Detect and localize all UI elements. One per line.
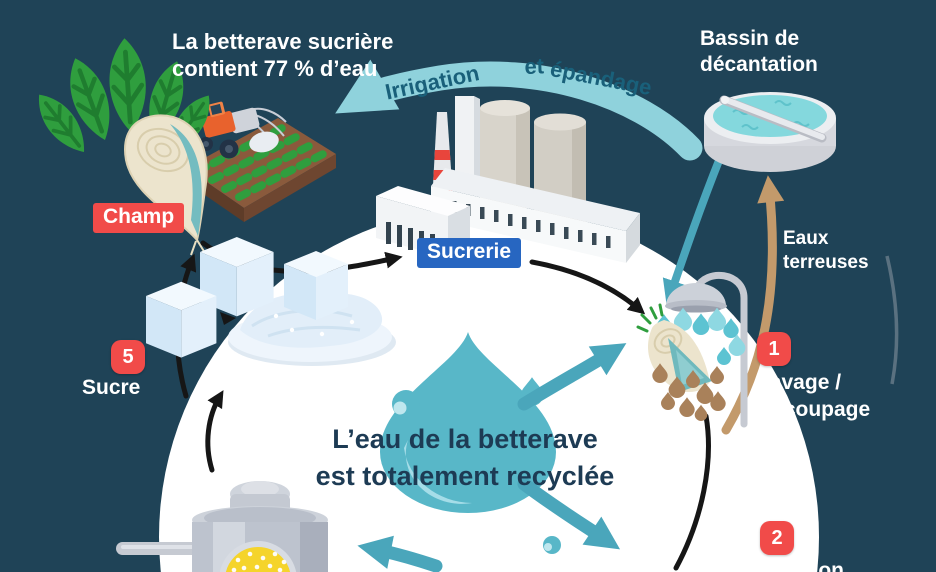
champ-badge: Champ — [93, 203, 185, 233]
arrow-pan-to-sucre — [205, 390, 224, 473]
beet-icon — [26, 37, 221, 256]
arrow-lavage-to-diffusion — [673, 413, 711, 571]
step1-number-badge: 1 — [757, 332, 791, 366]
eaux-terreuses-label: Eaux terreuses — [783, 228, 869, 273]
arrow-drop-to-diffusion — [517, 477, 621, 550]
boiling-pan-icon — [116, 481, 328, 572]
bassin-label: Bassin de décantation — [700, 27, 818, 76]
shower-icon — [665, 271, 748, 428]
center-title-line1: L’eau de la betterave — [332, 424, 598, 454]
field-illustration — [186, 118, 336, 222]
step2-number-badge: 2 — [760, 521, 794, 555]
water-drop-icon — [380, 332, 561, 554]
beet-fact-text: La betterave sucrière contient 77 % d’ea… — [172, 29, 394, 81]
arrow-drop-to-evaporation — [357, 535, 443, 572]
arrow-drop-to-lavage — [517, 343, 627, 411]
tractor-icon — [199, 101, 287, 159]
basin-icon — [704, 92, 836, 172]
factory-icon — [376, 96, 640, 263]
step1-label: Lavage / Découpage — [757, 371, 871, 421]
step2-label: Diffusion — [753, 559, 844, 572]
step5-label: Sucre — [82, 376, 141, 399]
arrow-eaux-terreuses — [721, 175, 785, 435]
step5-number-badge: 5 — [111, 340, 145, 374]
arrow-bassin-to-lavage — [662, 154, 724, 306]
center-title-line2: est totalement recyclée — [315, 461, 615, 491]
arrow-sucrerie-to-lavage — [529, 259, 646, 315]
sucrerie-badge: Sucrerie — [417, 238, 522, 268]
irrigation-arrow — [335, 59, 703, 161]
decorative-arc — [885, 255, 899, 385]
irrigation-label-part2: et — [524, 53, 545, 79]
